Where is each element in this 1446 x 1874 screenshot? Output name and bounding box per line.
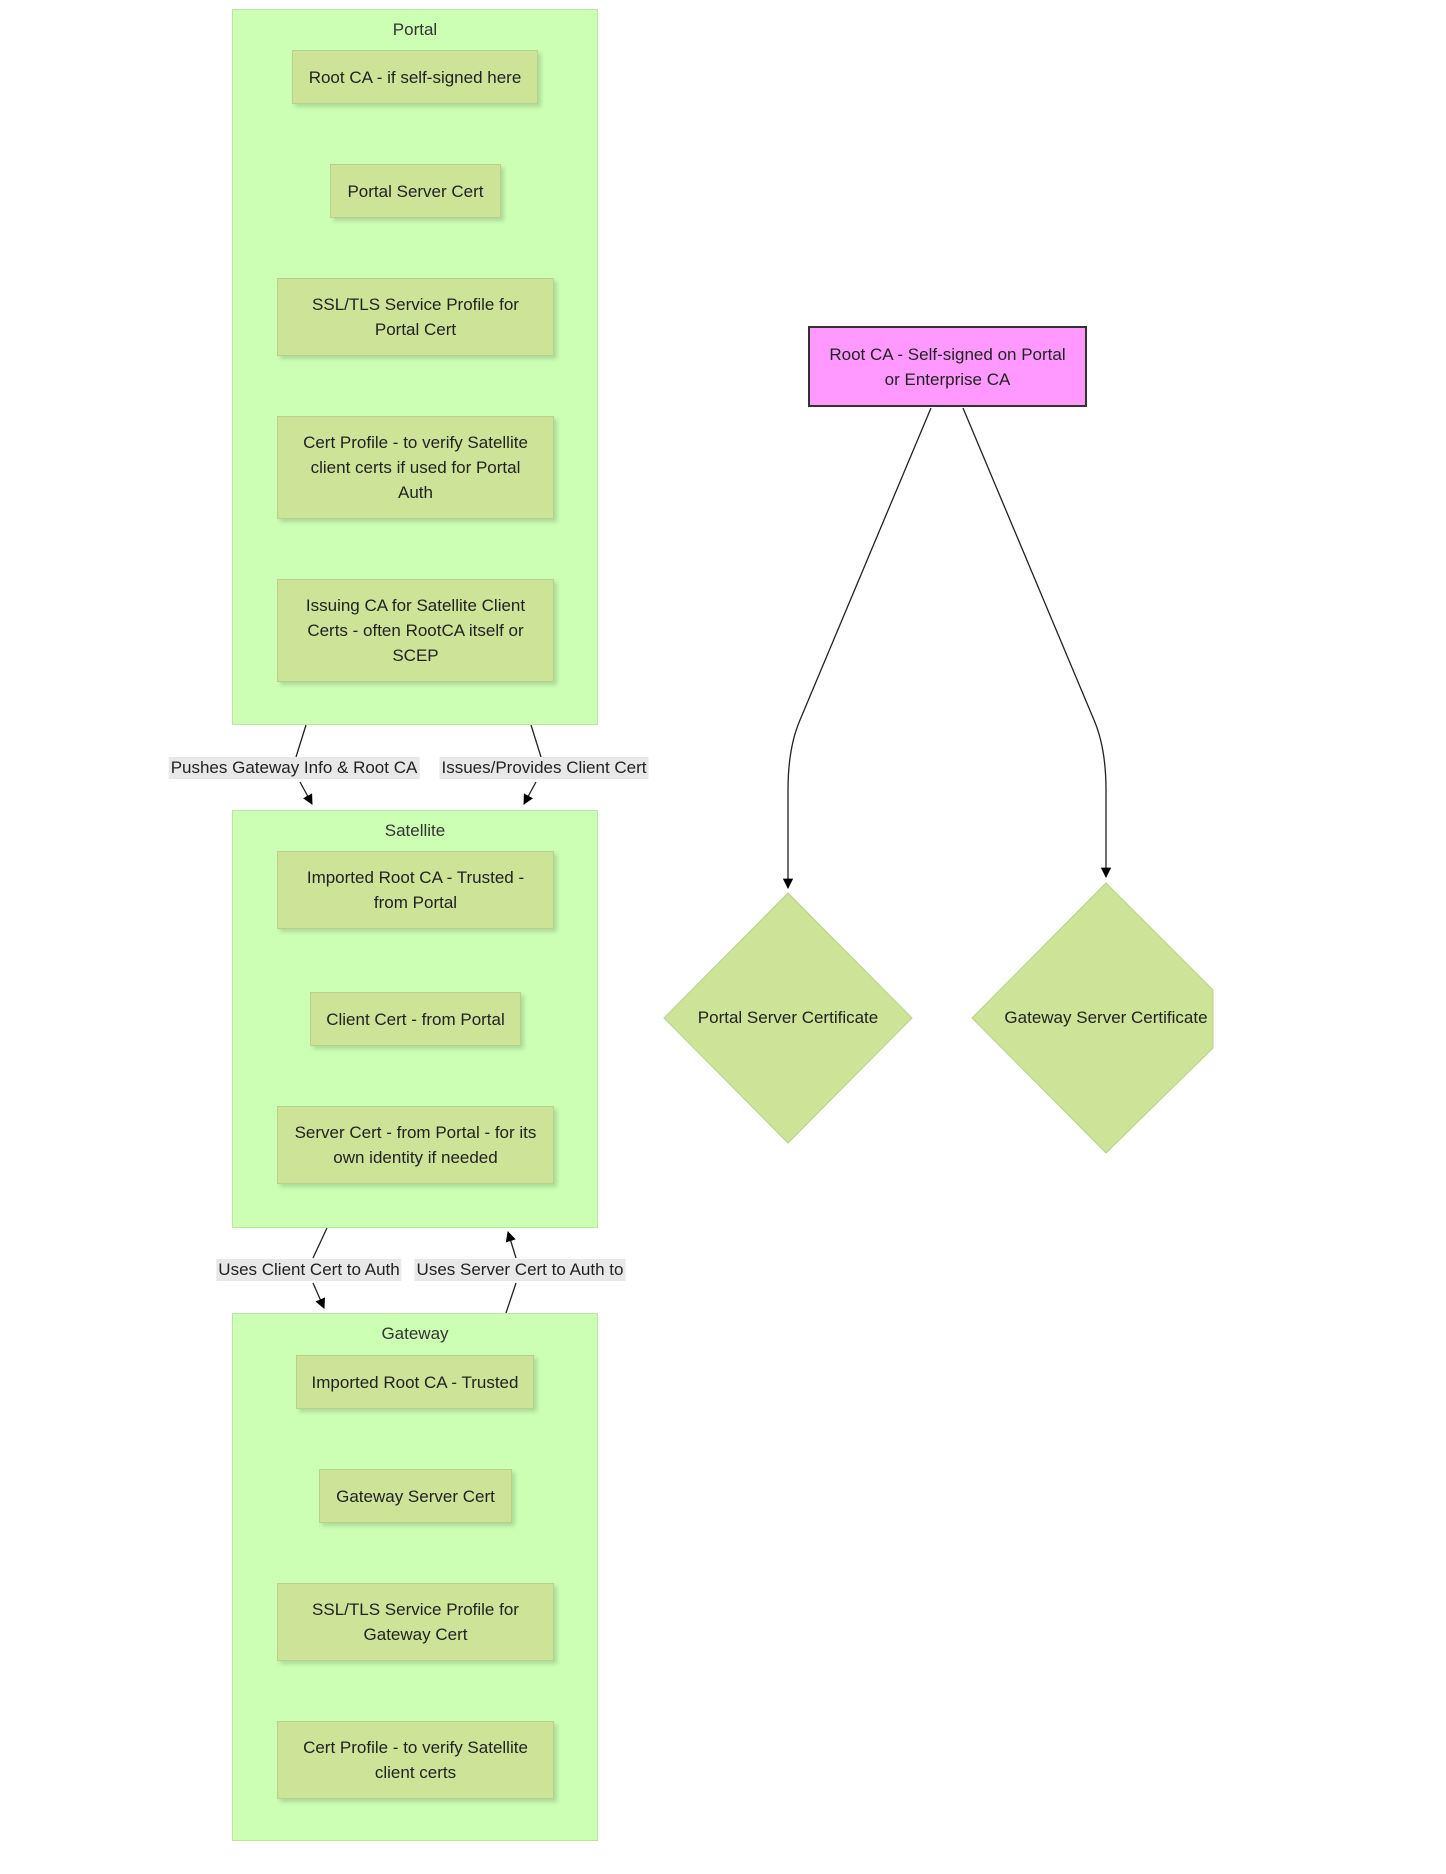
gateway-cluster-title: Gateway: [381, 1324, 449, 1343]
satellite-imported-root-ca-node: Imported Root CA - Trusted - from Portal: [277, 851, 554, 929]
satellite-cluster-title: Satellite: [384, 821, 446, 840]
portal-server-cert-node: Portal Server Cert: [330, 164, 501, 218]
root-ca-node: Root CA - Self-signed on Portal or Enter…: [808, 326, 1087, 407]
gateway-server-cert-node: Gateway Server Cert: [319, 1469, 512, 1523]
edge-label-pushes-gateway-info: Pushes Gateway Info & Root CA: [168, 757, 420, 779]
gateway-cert-profile-node: Cert Profile - to verify Satellite clien…: [277, 1721, 554, 1799]
edge-pushes-gateway-info: [295, 724, 312, 804]
edge-label-uses-server-cert: Uses Server Cert to Auth to: [414, 1259, 626, 1281]
edge-issues-client-cert: [524, 724, 542, 804]
edge-uses-client-cert: [312, 1227, 327, 1308]
portal-cert-profile-node: Cert Profile - to verify Satellite clien…: [277, 416, 554, 519]
satellite-server-cert-node: Server Cert - from Portal - for its own …: [277, 1106, 554, 1184]
gateway-imported-root-ca-node: Imported Root CA - Trusted: [296, 1355, 534, 1409]
portal-server-certificate-label: Portal Server Certificate: [697, 1008, 879, 1027]
gateway-server-certificate-label: Gateway Server Certificate: [1004, 1008, 1208, 1027]
portal-server-certificate-diamond: [663, 892, 913, 1144]
edge-root-to-gateway-cert: [962, 407, 1112, 879]
edge-uses-server-cert: [506, 1232, 516, 1314]
edge-label-uses-client-cert: Uses Client Cert to Auth: [216, 1259, 402, 1281]
portal-ssl-tls-profile-node: SSL/TLS Service Profile for Portal Cert: [277, 278, 554, 356]
gateway-ssl-tls-profile-node: SSL/TLS Service Profile for Gateway Cert: [277, 1583, 554, 1661]
portal-cluster-title: Portal: [392, 20, 438, 39]
portal-issuing-ca-node: Issuing CA for Satellite Client Certs - …: [277, 579, 554, 682]
edge-root-to-portal-cert: [782, 407, 932, 890]
satellite-client-cert-node: Client Cert - from Portal: [310, 992, 521, 1046]
gateway-server-certificate-diamond: [971, 882, 1214, 1154]
edge-label-issues-client-cert: Issues/Provides Client Cert: [439, 757, 649, 779]
portal-root-ca-node: Root CA - if self-signed here: [292, 50, 538, 104]
